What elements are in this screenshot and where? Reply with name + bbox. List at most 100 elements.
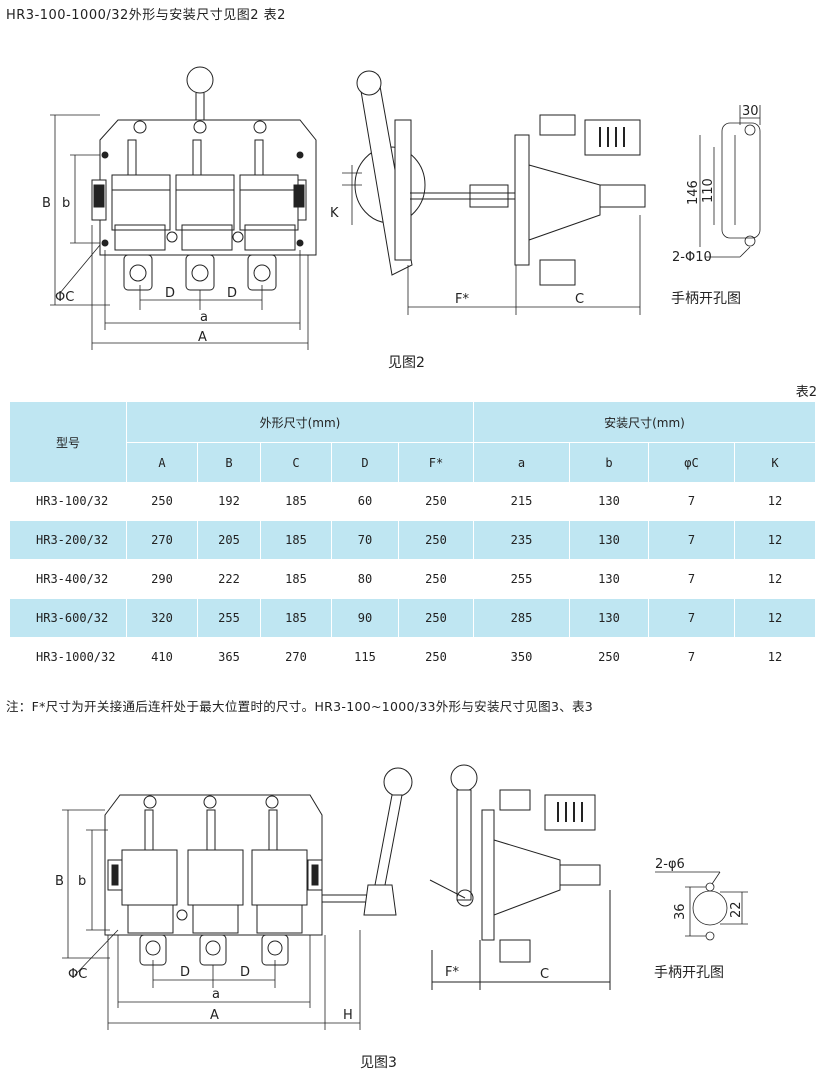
col-header: B	[197, 442, 261, 482]
table-label: 表2	[795, 385, 817, 400]
col-header: A	[126, 442, 198, 482]
value-cell: 350	[473, 637, 570, 677]
fig2-label-D2: D	[227, 286, 237, 301]
col-header: F*	[398, 442, 474, 482]
fig2-front-view	[91, 66, 317, 291]
model-cell: HR3-600/32	[10, 598, 127, 638]
fig3-label-A: A	[210, 1008, 219, 1023]
fig3-label-phiC: ΦC	[68, 967, 87, 982]
col-header: C	[260, 442, 332, 482]
model-header: 型号	[10, 402, 127, 482]
fig2-side-view	[342, 70, 646, 315]
col-header: φC	[648, 442, 735, 482]
fig3-label-D2: D	[240, 965, 250, 980]
value-cell: 115	[331, 637, 399, 677]
fig3-label-b: b	[78, 874, 86, 889]
model-cell: HR3-200/32	[10, 520, 127, 560]
install-dimension-header: 安装尺寸(mm)	[473, 402, 816, 443]
value-cell: 7	[648, 637, 735, 677]
value-cell: 250	[126, 482, 198, 521]
value-cell: 250	[398, 482, 474, 521]
value-cell: 365	[197, 637, 261, 677]
value-cell: 255	[197, 598, 261, 638]
value-cell: 235	[473, 520, 570, 560]
fig2-label-B: B	[42, 196, 51, 211]
value-cell: 185	[260, 520, 332, 560]
fig3-hole-drawing	[655, 871, 748, 941]
table-note: 注：F*尺寸为开关接通后连杆处于最大位置时的尺寸。HR3-100~1000/33…	[6, 699, 594, 714]
value-cell: 7	[648, 520, 735, 560]
figure-2-drawing: B b ΦC D D a A K F* C 30 146 110 2-Φ10	[42, 66, 761, 350]
value-cell: 320	[126, 598, 198, 638]
fig2-caption: 见图2	[388, 355, 425, 371]
fig3-label-hole: 2-φ6	[655, 857, 685, 872]
model-cell: HR3-100/32	[10, 482, 127, 521]
value-cell: 215	[473, 482, 570, 521]
value-cell: 12	[734, 559, 816, 599]
value-cell: 250	[398, 598, 474, 638]
value-cell: 70	[331, 520, 399, 560]
value-cell: 222	[197, 559, 261, 599]
value-cell: 255	[473, 559, 570, 599]
col-header: a	[473, 442, 570, 482]
value-cell: 90	[331, 598, 399, 638]
fig2-label-a: a	[200, 310, 208, 325]
value-cell: 250	[569, 637, 649, 677]
fig3-front-view	[104, 767, 413, 966]
value-cell: 410	[126, 637, 198, 677]
page-heading: HR3-100-1000/32外形与安装尺寸见图2 表2	[6, 8, 286, 23]
fig3-label-B: B	[55, 874, 64, 889]
fig2-label-K: K	[330, 206, 339, 221]
value-cell: 60	[331, 482, 399, 521]
value-cell: 285	[473, 598, 570, 638]
value-cell: 7	[648, 482, 735, 521]
value-cell: 7	[648, 598, 735, 638]
fig2-label-146: 146	[686, 180, 701, 205]
value-cell: 80	[331, 559, 399, 599]
figure-3-drawing: B b ΦC D D a A H F* C 2-φ6 36 22	[55, 764, 748, 1030]
fig3-label-Fstar: F*	[445, 965, 459, 980]
value-cell: 12	[734, 637, 816, 677]
fig2-label-D1: D	[165, 286, 175, 301]
fig3-side-view	[429, 764, 611, 990]
fig3-label-D1: D	[180, 965, 190, 980]
fig3-label-22: 22	[729, 901, 744, 918]
fig2-label-C: C	[575, 292, 584, 307]
fig2-hole-drawing	[699, 105, 761, 258]
fig2-label-b: b	[62, 196, 70, 211]
fig2-label-hole: 2-Φ10	[672, 250, 712, 265]
value-cell: 12	[734, 598, 816, 638]
fig3-label-H: H	[343, 1008, 353, 1023]
table-row: HR3-1000/32 410 365 270 115 250 350 250 …	[10, 637, 816, 677]
fig3-label-36: 36	[673, 903, 688, 920]
fig2-label-phiC: ΦC	[55, 290, 74, 305]
fig3-caption: 见图3	[360, 1055, 397, 1071]
value-cell: 205	[197, 520, 261, 560]
model-cell: HR3-1000/32	[10, 637, 127, 677]
value-cell: 250	[398, 559, 474, 599]
value-cell: 7	[648, 559, 735, 599]
fig2-label-Fstar: F*	[455, 292, 469, 307]
fig2-label-110: 110	[701, 178, 716, 203]
col-header: b	[569, 442, 649, 482]
value-cell: 12	[734, 520, 816, 560]
value-cell: 185	[260, 559, 332, 599]
fig3-hole-caption: 手柄开孔图	[654, 965, 724, 981]
fig2-dimension-lines	[50, 114, 309, 350]
value-cell: 185	[260, 482, 332, 521]
value-cell: 12	[734, 482, 816, 521]
fig2-label-A: A	[198, 330, 207, 345]
table-row: HR3-400/32 290 222 185 80 250 255 130 7 …	[10, 559, 816, 599]
fig2-label-30: 30	[742, 104, 759, 119]
col-header: D	[331, 442, 399, 482]
model-cell: HR3-400/32	[10, 559, 127, 599]
value-cell: 270	[126, 520, 198, 560]
value-cell: 130	[569, 559, 649, 599]
value-cell: 270	[260, 637, 332, 677]
fig3-label-a: a	[212, 987, 220, 1002]
table-row: HR3-200/32 270 205 185 70 250 235 130 7 …	[10, 520, 816, 560]
table-row: HR3-600/32 320 255 185 90 250 285 130 7 …	[10, 598, 816, 638]
fig2-hole-caption: 手柄开孔图	[671, 291, 741, 307]
value-cell: 290	[126, 559, 198, 599]
value-cell: 130	[569, 482, 649, 521]
